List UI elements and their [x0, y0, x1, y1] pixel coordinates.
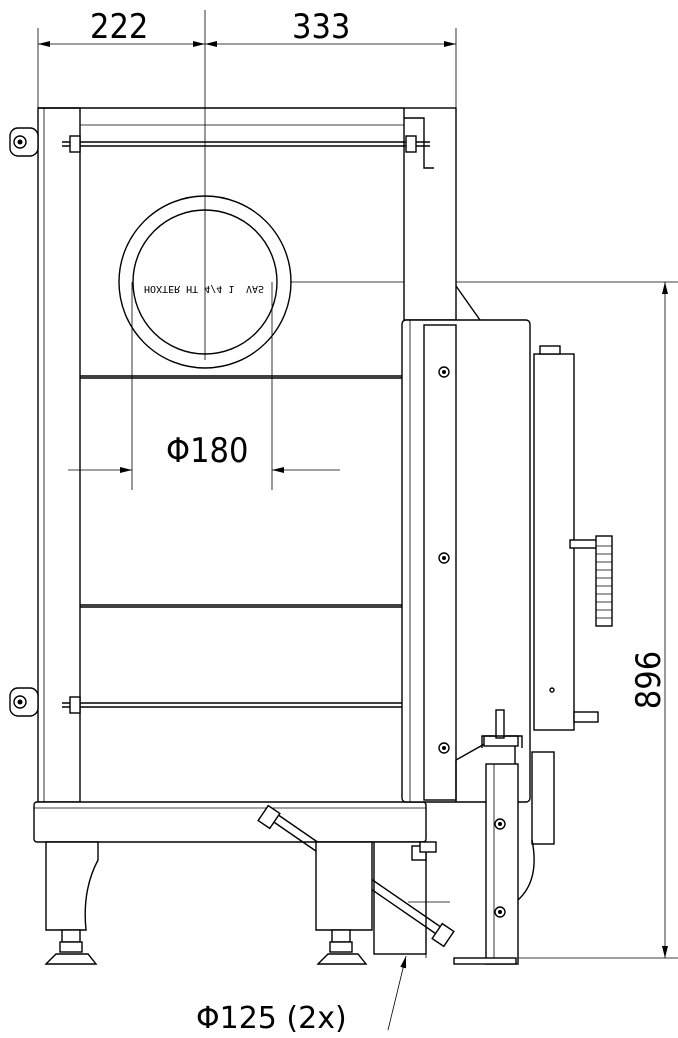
- mirrored-model-suffix: VAS: [246, 283, 264, 294]
- spring-coil: [595, 535, 613, 627]
- width-right-label: 333: [292, 7, 350, 47]
- right-foot-assembly: [453, 709, 535, 965]
- lifting-lugs: [9, 127, 39, 717]
- mirrored-model-label: HOXTER HT 4/4 1: [144, 283, 234, 294]
- cabinet-feet: [44, 841, 373, 965]
- width-left-label: 222: [90, 7, 148, 47]
- tie-rods: [62, 117, 434, 731]
- inlet-dimension: Φ125 (2x): [196, 955, 407, 1036]
- flue-collar: Φ180 HOXTER HT 4/4 1 VAS: [68, 195, 340, 490]
- side-handle: [531, 345, 613, 845]
- flue-diameter-label: Φ180: [166, 431, 248, 471]
- front-door: [401, 319, 531, 803]
- height-label: 896: [629, 651, 669, 709]
- inlet-diameter-label: Φ125 (2x): [196, 1001, 347, 1036]
- inlet-housing: [373, 841, 437, 958]
- height-dimension: 896: [290, 281, 678, 959]
- top-dimension: 222 333: [37, 7, 457, 360]
